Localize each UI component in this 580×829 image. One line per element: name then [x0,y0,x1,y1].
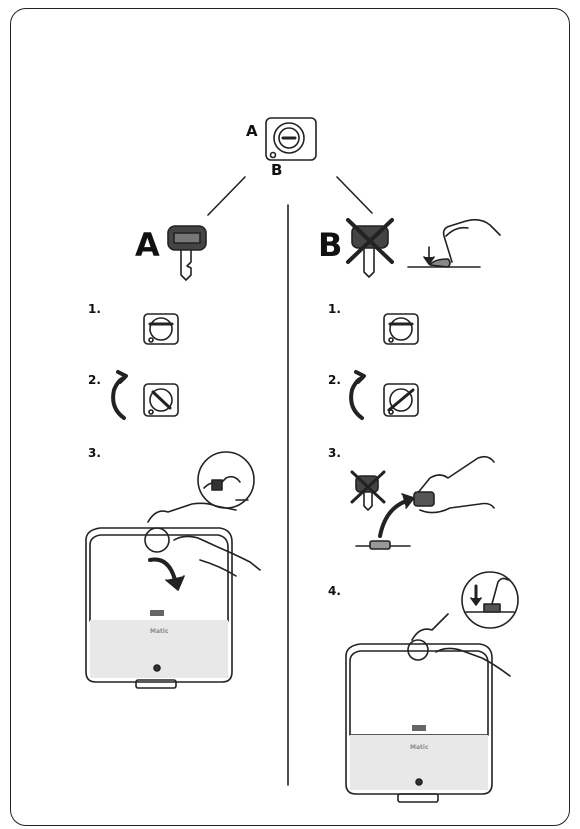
zoom-circle-press [461,571,519,629]
lock-open-icon-right [383,383,419,417]
curved-arrow-down-icon [148,557,185,591]
lock-open-icon [143,383,179,417]
lock-label-b: B [271,161,283,179]
zoom-circle-key-turn [197,451,255,509]
hand-icon-right [411,613,511,677]
lock-label-a: A [246,122,258,140]
dispenser-label-right: Matic [410,744,429,751]
connector-left [207,176,246,216]
connector-right [336,176,373,214]
option-a-heading: A [135,226,160,264]
pull-arrow-icon [378,493,415,538]
hand-pull-icon [411,455,495,514]
dispenser-icon-right [345,639,493,803]
right-step-2: 2. [328,373,341,387]
option-b-heading: B [318,226,343,264]
finger-press-icon [407,218,501,268]
dispenser-icon [85,527,233,689]
left-step-2: 2. [88,373,101,387]
right-step-3: 3. [328,446,341,460]
dispenser-label-left: Matic [150,628,169,635]
key-icon [167,225,207,281]
right-step-1: 1. [328,302,341,316]
left-step-1: 1. [88,302,101,316]
crossed-key-small-icon [350,470,386,511]
right-step-4: 4. [328,584,341,598]
rotate-ccw-arrow-icon-right [349,370,366,420]
lock-closed-icon-right [383,313,419,345]
instruction-frame [10,8,570,826]
lock-closed-icon [143,313,179,345]
crossed-key-icon [346,218,394,278]
lock-diagram-icon [265,117,317,161]
down-arrow-icon [470,597,482,606]
rotate-ccw-arrow-icon [111,370,128,420]
left-step-3: 3. [88,446,101,460]
